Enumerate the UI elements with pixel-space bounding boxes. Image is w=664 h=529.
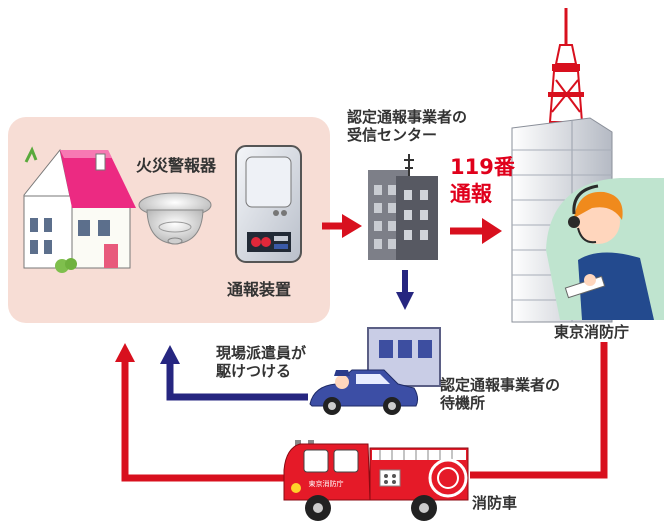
- house-icon: [23, 146, 136, 273]
- fire-department-to-engine-arrow: [470, 342, 608, 479]
- patrol-car-icon: [309, 369, 419, 415]
- dispatch-label: 現場派遣員が 駆けつける: [216, 344, 306, 381]
- reception-center-label-line1: 認定通報事業者の: [347, 108, 468, 126]
- call-119-label-line2: 通報: [450, 182, 492, 207]
- reception-center-building-icon: [368, 154, 438, 260]
- dispatch-label-line1: 現場派遣員が: [216, 344, 307, 362]
- call-119-label-line1: 119番: [450, 155, 515, 179]
- operator-icon: [546, 178, 664, 320]
- fire-alarm-icon: [138, 192, 212, 245]
- reception-center-label-line2: 受信センター: [347, 126, 438, 145]
- notification-device-label: 通報装置: [227, 280, 292, 299]
- patrol-to-home-arrowhead: [160, 345, 180, 364]
- notification-device-icon: [235, 145, 302, 263]
- standby-post-label-line1: 認定通報事業者の: [440, 376, 561, 394]
- fire-alarm-label: 火災警報器: [136, 156, 217, 175]
- standby-post-label: 認定通報事業者の 待機所: [440, 376, 560, 413]
- fire-engine-label: 消防車: [472, 494, 518, 512]
- fire-engine-door-text: 東京消防庁: [309, 479, 344, 488]
- patrol-to-home-arrow: [166, 362, 308, 401]
- call-119-label: 119番 通報: [450, 154, 515, 209]
- reception-center-label: 認定通報事業者の 受信センター: [347, 108, 467, 145]
- fire-engine-icon: 東京消防庁: [283, 440, 469, 521]
- dispatch-to-home-arrow: [121, 360, 284, 482]
- dispatch-to-home-arrowhead: [115, 343, 135, 362]
- standby-post-label-line2: 待機所: [440, 394, 486, 413]
- dispatch-label-line2: 駆けつける: [216, 362, 292, 381]
- fire-department-label: 東京消防庁: [554, 323, 630, 341]
